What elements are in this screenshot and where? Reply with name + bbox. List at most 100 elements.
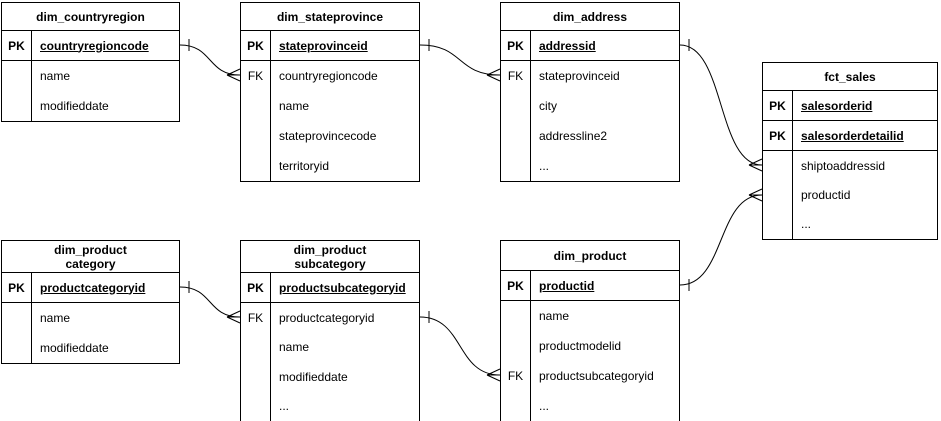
key-cell bbox=[501, 301, 531, 331]
field-label: stateprovincecode bbox=[279, 129, 377, 143]
table-title-line: subcategory bbox=[294, 256, 366, 271]
connector-countryregion-stateprovince[interactable] bbox=[179, 39, 241, 82]
field-row[interactable]: name bbox=[241, 91, 419, 121]
connector-address-fctsales[interactable] bbox=[679, 39, 763, 172]
table-title: dim_countryregion bbox=[2, 3, 179, 31]
table-title-line: dim_product bbox=[54, 242, 127, 257]
field-row[interactable]: name bbox=[241, 332, 419, 362]
field-label: name bbox=[539, 309, 570, 323]
relationship-line[interactable] bbox=[679, 194, 763, 286]
field-label: modifieddate bbox=[40, 341, 109, 355]
connector-product-fctsales[interactable] bbox=[679, 188, 763, 291]
key-field-label: productcategoryid bbox=[40, 280, 146, 295]
field-label: ... bbox=[801, 217, 812, 232]
table-title-line: dim_countryregion bbox=[36, 9, 145, 24]
field-row[interactable]: productmodelid bbox=[501, 331, 679, 361]
key-row[interactable]: PK addressid bbox=[501, 31, 679, 61]
table-title-line: dim_address bbox=[552, 9, 628, 24]
field-row[interactable]: name bbox=[2, 61, 179, 91]
table-title: dim_address bbox=[501, 3, 679, 31]
connector-subcategory-product[interactable] bbox=[419, 311, 501, 382]
field-row[interactable]: ... bbox=[763, 209, 937, 240]
key-cell bbox=[241, 332, 271, 362]
table-title-line: fct_sales bbox=[824, 69, 876, 84]
connector-stateprovince-address[interactable] bbox=[419, 39, 501, 82]
key-cell: PK bbox=[501, 271, 531, 300]
field-row[interactable]: ... bbox=[501, 391, 679, 421]
table-title-line: dim_product bbox=[293, 242, 367, 257]
crows-foot-icon bbox=[486, 68, 501, 82]
key-cell bbox=[763, 209, 793, 240]
key-cell: PK bbox=[763, 121, 793, 150]
relationship-line[interactable] bbox=[679, 44, 763, 166]
field-row[interactable]: name bbox=[2, 303, 179, 333]
field-label: modifieddate bbox=[279, 369, 348, 384]
field-row[interactable]: productid bbox=[763, 180, 937, 210]
field-label: countryregioncode bbox=[279, 69, 378, 83]
key-cell bbox=[241, 91, 271, 121]
field-row[interactable]: territoryid bbox=[241, 151, 419, 181]
field-label: ... bbox=[279, 399, 290, 414]
key-cell bbox=[501, 121, 531, 151]
field-row[interactable]: modifieddate bbox=[2, 91, 179, 121]
key-cell bbox=[501, 391, 531, 421]
field-row[interactable]: shiptoaddressid bbox=[763, 151, 937, 181]
relationship-line[interactable] bbox=[419, 316, 501, 376]
field-label: modifieddate bbox=[40, 99, 109, 113]
key-row[interactable]: PK salesorderid bbox=[763, 91, 937, 121]
key-cell bbox=[241, 391, 271, 421]
key-cell bbox=[241, 151, 271, 181]
field-row[interactable]: stateprovincecode bbox=[241, 121, 419, 151]
key-field-label: productid bbox=[539, 278, 595, 293]
key-cell bbox=[2, 91, 32, 121]
key-cell bbox=[2, 303, 32, 333]
field-row[interactable]: modifieddate bbox=[241, 362, 419, 392]
field-row[interactable]: modifieddate bbox=[2, 333, 179, 363]
key-cell: FK bbox=[501, 61, 531, 91]
key-cell bbox=[501, 91, 531, 121]
field-row[interactable]: FK stateprovinceid bbox=[501, 61, 679, 91]
key-cell: FK bbox=[501, 361, 531, 391]
key-field-label: salesorderid bbox=[801, 98, 873, 113]
field-row[interactable]: ... bbox=[501, 151, 679, 181]
connector-category-subcategory[interactable] bbox=[179, 281, 241, 324]
key-cell: PK bbox=[501, 31, 531, 60]
table-title: dim_product bbox=[501, 241, 679, 271]
relationship-line[interactable] bbox=[419, 44, 501, 76]
key-cell: PK bbox=[763, 91, 793, 120]
field-row[interactable]: name bbox=[501, 301, 679, 331]
key-cell bbox=[763, 151, 793, 181]
field-row[interactable]: city bbox=[501, 91, 679, 121]
key-field-label: addressid bbox=[539, 38, 596, 53]
key-row[interactable]: PK productid bbox=[501, 271, 679, 301]
table-title-line: category bbox=[65, 256, 116, 271]
field-label: territoryid bbox=[279, 159, 330, 173]
field-label: stateprovinceid bbox=[539, 69, 620, 83]
field-label: shiptoaddressid bbox=[801, 158, 886, 173]
field-label: productid bbox=[801, 188, 851, 203]
field-label: name bbox=[40, 69, 71, 83]
crows-foot-icon bbox=[748, 188, 763, 202]
field-row[interactable]: addressline2 bbox=[501, 121, 679, 151]
table-title: dim_stateprovince bbox=[241, 3, 419, 31]
key-cell bbox=[763, 180, 793, 210]
key-cell bbox=[2, 61, 32, 91]
field-row[interactable]: ... bbox=[241, 391, 419, 421]
